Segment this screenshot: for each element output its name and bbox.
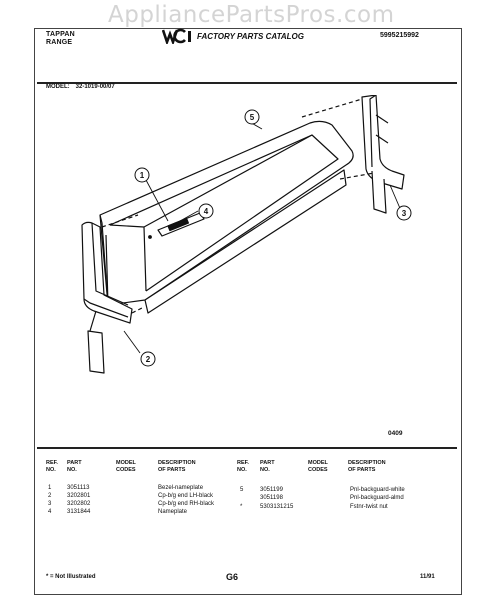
model-label: MODEL: — [46, 84, 70, 90]
not-illustrated-note: * = Not Illustrated — [46, 574, 96, 580]
wci-logo-icon — [162, 28, 191, 44]
table-divider — [37, 447, 457, 449]
callout-label-5: 5 — [250, 113, 255, 122]
brand-block: TAPPAN RANGE — [46, 31, 75, 47]
catalog-title: FACTORY PARTS CATALOG — [197, 31, 304, 41]
callout-5 — [244, 109, 260, 125]
callout-label-3: 3 — [402, 209, 407, 218]
callout-4 — [198, 203, 214, 219]
callout-label-1: 1 — [140, 171, 145, 180]
callout-3 — [396, 205, 412, 221]
callout-2 — [140, 351, 156, 367]
brand-line-1: TAPPAN — [46, 31, 75, 38]
callout-1 — [134, 167, 150, 183]
callout-label-2: 2 — [146, 355, 151, 364]
catalog-date: 11/91 — [420, 574, 435, 580]
brand-line-2: RANGE — [46, 39, 73, 46]
th-ref-right: REF.NO. — [237, 460, 249, 473]
model-divider — [37, 82, 457, 84]
model-value: 32-1019-00/07 — [75, 84, 115, 90]
exploded-diagram: 1 2 3 4 5 — [81, 95, 412, 374]
catalog-number: 5995215992 — [380, 32, 419, 39]
page-number: G6 — [226, 572, 239, 582]
catalog-header: FACTORY PARTS CATALOG — [162, 28, 304, 44]
callout-label-4: 4 — [204, 207, 209, 216]
th-ref-left: REF.NO. — [46, 460, 58, 473]
model-row: MODEL: 32-1019-00/07 — [46, 84, 115, 90]
page-frame — [34, 28, 462, 595]
figure-number: 0409 — [388, 430, 403, 437]
watermark: AppliancePartsPros.com — [108, 2, 395, 28]
